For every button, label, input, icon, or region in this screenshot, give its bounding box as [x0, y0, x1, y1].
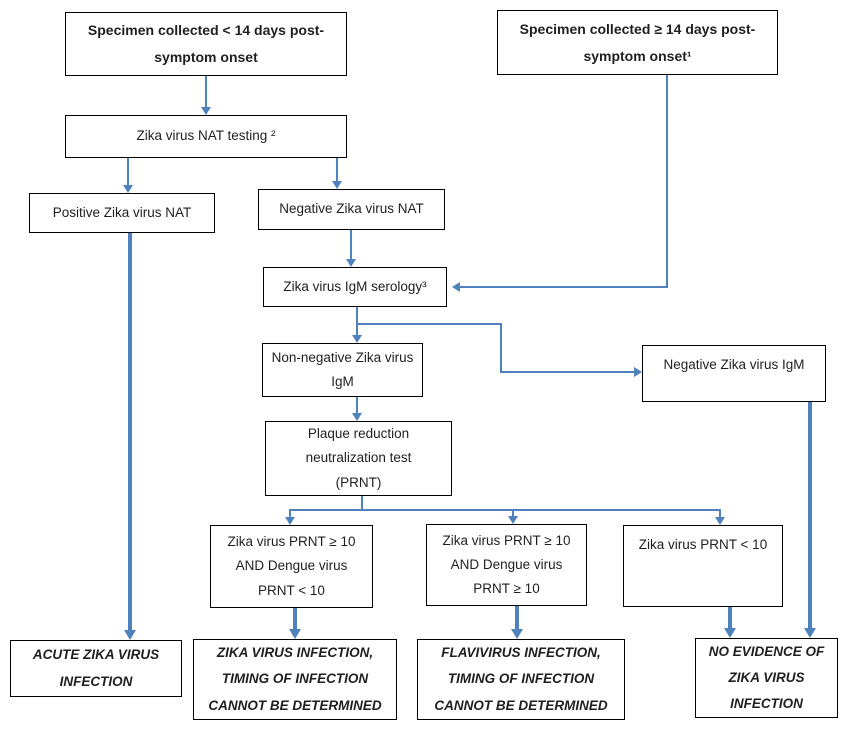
node-prnt-test: Plaque reduction neutralization test (PR…	[265, 421, 452, 496]
node-outcome-flavivirus-timing-undetermined: FLAVIVIRUS INFECTION, TIMING OF INFECTIO…	[417, 639, 625, 720]
node-zika-prnt-neg: Zika virus PRNT < 10	[623, 525, 783, 607]
node-zika-prnt-pos-dengue-neg: Zika virus PRNT ≥ 10 AND Dengue virus PR…	[210, 525, 373, 608]
node-specimen-gte-14-days: Specimen collected ≥ 14 days post- sympt…	[497, 10, 778, 75]
node-outcome-zika-timing-undetermined: ZIKA VIRUS INFECTION, TIMING OF INFECTIO…	[193, 639, 397, 720]
node-positive-zika-nat: Positive Zika virus NAT	[29, 193, 215, 233]
node-specimen-lt-14-days: Specimen collected < 14 days post- sympt…	[65, 12, 347, 76]
node-outcome-acute-zika: ACUTE ZIKA VIRUS INFECTION	[10, 640, 182, 697]
node-negative-zika-nat: Negative Zika virus NAT	[258, 189, 445, 230]
node-outcome-no-evidence: NO EVIDENCE OF ZIKA VIRUS INFECTION	[695, 638, 838, 718]
node-negative-zika-igm: Negative Zika virus IgM	[642, 345, 826, 402]
node-non-negative-zika-igm: Non-negative Zika virus IgM	[262, 343, 423, 397]
node-zika-igm-serology: Zika virus IgM serology³	[263, 267, 447, 307]
node-zika-nat-testing: Zika virus NAT testing ²	[65, 115, 347, 158]
node-zika-prnt-pos-dengue-pos: Zika virus PRNT ≥ 10 AND Dengue virus PR…	[426, 524, 587, 606]
